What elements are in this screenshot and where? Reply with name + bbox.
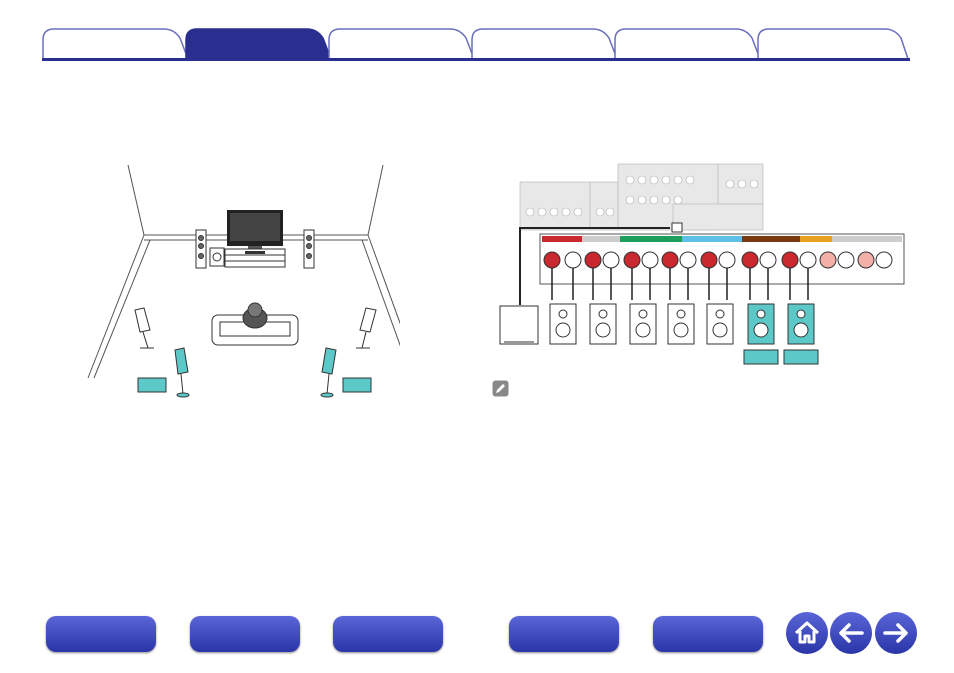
tab-shape bbox=[42, 28, 188, 60]
surround-left-speaker-icon bbox=[135, 308, 154, 348]
surround-back-left-speaker-icon bbox=[175, 348, 189, 397]
front-right-speaker-icon bbox=[304, 230, 314, 268]
tab-underline bbox=[42, 58, 910, 61]
bottom-nav-button-2[interactable] bbox=[190, 616, 300, 652]
forward-button[interactable] bbox=[875, 612, 917, 654]
tab-2-active[interactable] bbox=[185, 28, 331, 60]
front-left-speaker-icon bbox=[196, 230, 206, 268]
arrow-left-icon bbox=[830, 612, 872, 654]
sofa-listener-icon bbox=[212, 303, 298, 345]
tab-1[interactable] bbox=[42, 28, 188, 60]
arrow-right-icon bbox=[875, 612, 917, 654]
receiver-wiring-diagram bbox=[490, 160, 910, 370]
tab-shape bbox=[185, 28, 331, 60]
bottom-nav-button-4[interactable] bbox=[509, 616, 619, 652]
note-pencil-icon bbox=[492, 380, 509, 397]
tab-6[interactable] bbox=[757, 28, 909, 60]
back-left-label-box bbox=[138, 378, 166, 392]
tab-3[interactable] bbox=[328, 28, 474, 60]
bottom-nav-button-5[interactable] bbox=[653, 616, 763, 652]
tab-bar bbox=[0, 0, 954, 64]
bottom-nav-button-3[interactable] bbox=[333, 616, 443, 652]
back-button[interactable] bbox=[830, 612, 872, 654]
surround-right-speaker-icon bbox=[356, 308, 376, 348]
subwoofer-icon bbox=[210, 248, 224, 266]
home-button[interactable] bbox=[786, 612, 828, 654]
home-icon bbox=[786, 612, 828, 654]
tab-shape bbox=[757, 28, 909, 60]
tab-5[interactable] bbox=[614, 28, 760, 60]
tab-shape bbox=[328, 28, 474, 60]
bottom-nav-button-1[interactable] bbox=[46, 616, 156, 652]
back-right-label-box bbox=[343, 378, 371, 392]
subwoofer-box bbox=[500, 306, 538, 344]
surround-back-right-speaker-icon bbox=[321, 348, 336, 397]
tab-4[interactable] bbox=[471, 28, 617, 60]
tab-shape bbox=[471, 28, 617, 60]
tab-shape bbox=[614, 28, 760, 60]
speaker-room-layout-illustration bbox=[80, 160, 400, 400]
tv-icon bbox=[225, 210, 285, 267]
